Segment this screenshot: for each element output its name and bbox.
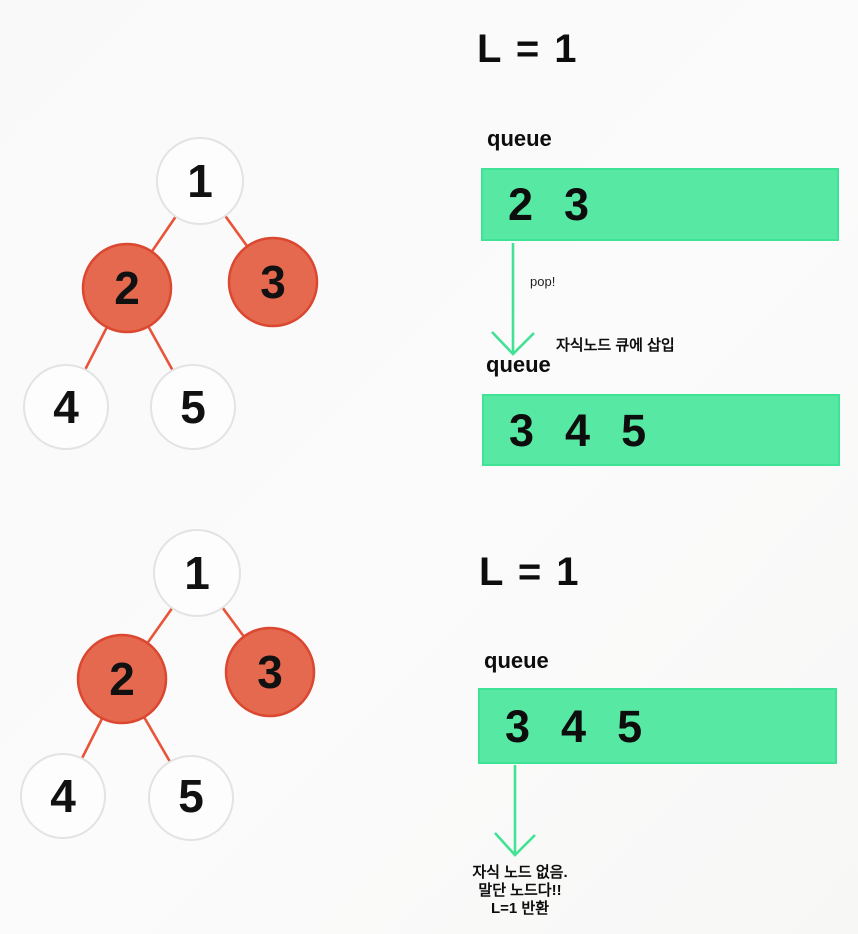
- leaf-annotation-line-3: L=1 반환: [490, 900, 550, 917]
- queue-item: 2: [508, 179, 534, 230]
- tree-bottom-node-1-label: 1: [184, 547, 210, 599]
- queue-item: 3: [509, 404, 535, 456]
- queue-item: 3: [505, 700, 531, 752]
- tree-top-node-4-label: 4: [53, 381, 79, 433]
- tree-top-node-2: [81, 242, 173, 334]
- tree-bottom-node-1: [153, 529, 241, 617]
- queue-item: 5: [617, 700, 643, 752]
- tree-bottom-node-2-label: 2: [109, 653, 135, 705]
- tree-top-node-1-label: 1: [187, 155, 213, 207]
- tree-bottom-node-5-label: 5: [178, 770, 204, 822]
- leaf-annotation: 자식 노드 없음. 말단 노드다!! L=1 반환: [450, 864, 590, 918]
- pop-arrow-icon: [491, 243, 535, 356]
- queue-label-after: queue: [486, 352, 551, 377]
- queue-box-before: 2 3: [481, 168, 839, 241]
- tree-top-node-1: [156, 137, 244, 225]
- tree-top-node-3-label: 3: [260, 256, 286, 308]
- queue-box-after: 3 4 5: [482, 394, 840, 466]
- queue-label-step2: queue: [484, 648, 549, 673]
- tree-bottom-node-2: [76, 633, 168, 725]
- tree-bottom-node-5: [148, 755, 234, 841]
- tree-bottom: 1 2 3 4 5: [20, 529, 316, 841]
- queue-item: 4: [561, 700, 587, 752]
- tree-top: 1 2 3 4 5: [23, 137, 319, 450]
- leaf-annotation-line-1: 자식 노드 없음.: [472, 864, 568, 881]
- level-heading-step1: L = 1: [477, 27, 579, 71]
- queue-label-before: queue: [487, 126, 552, 151]
- tree-top-node-2-label: 2: [114, 262, 140, 314]
- tree-bottom-node-3-label: 3: [257, 646, 283, 698]
- queue-box-step2: 3 4 5: [478, 688, 837, 764]
- queue-item: 3: [564, 179, 590, 230]
- tree-bottom-node-4: [20, 753, 106, 839]
- tree-top-node-3: [227, 236, 319, 328]
- tree-top-node-5-label: 5: [180, 381, 206, 433]
- tree-top-node-4: [23, 364, 109, 450]
- leaf-annotation-line-2: 말단 노드다!!: [478, 882, 562, 899]
- insert-annotation: 자식노드 큐에 삽입: [556, 337, 675, 354]
- tree-top-node-5: [150, 364, 236, 450]
- leaf-arrow-icon: [494, 765, 536, 857]
- tree-bottom-node-4-label: 4: [50, 770, 76, 822]
- queue-item: 5: [621, 404, 647, 456]
- pop-label: pop!: [530, 274, 556, 289]
- tree-bottom-node-3: [224, 626, 316, 718]
- level-heading-step2: L = 1: [479, 550, 581, 594]
- queue-item: 4: [565, 404, 591, 456]
